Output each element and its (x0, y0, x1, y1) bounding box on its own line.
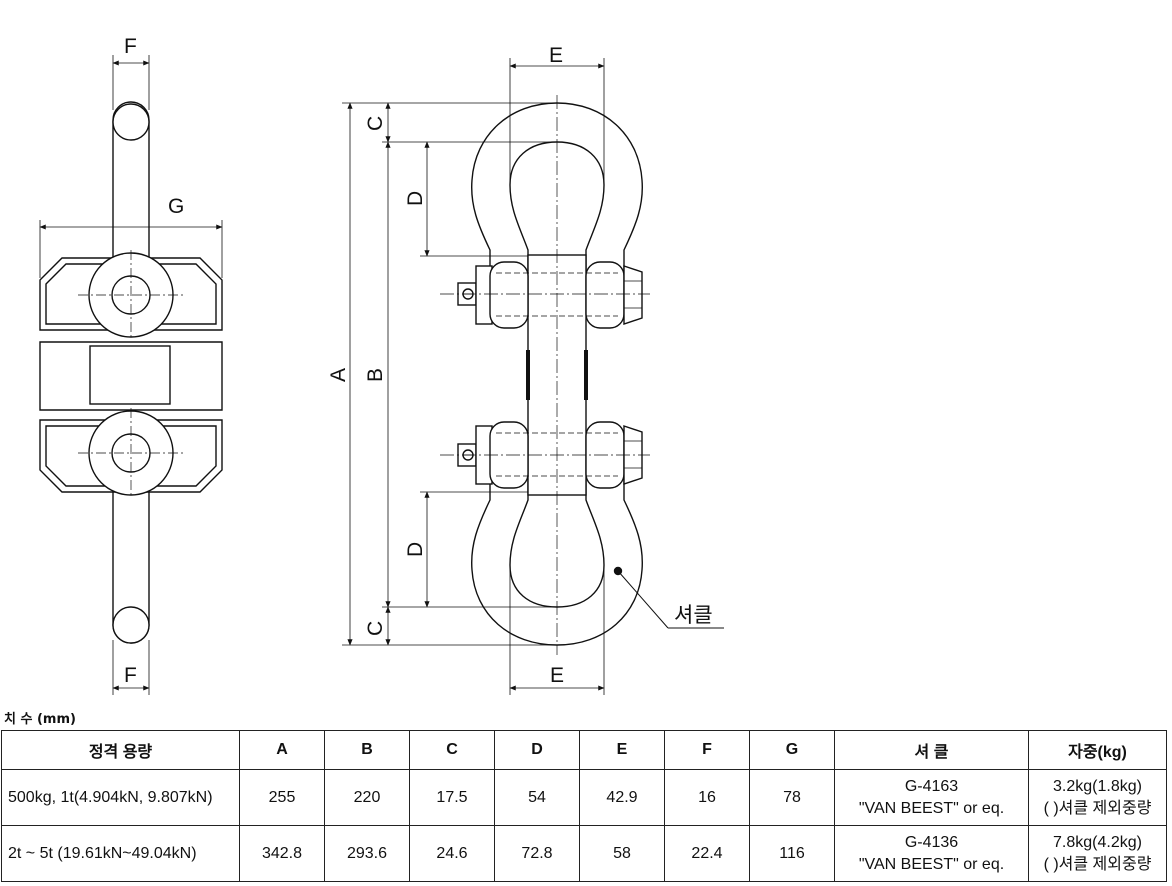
cell-d: 54 (494, 769, 580, 826)
dim-e-bottom-label: E (550, 664, 564, 687)
weight-value: 7.8kg(4.2kg) (1053, 833, 1142, 851)
cell-e: 42.9 (579, 769, 665, 826)
cell-f: 16 (664, 769, 750, 826)
header-c: C (409, 730, 495, 770)
cell-capacity: 2t ~ 5t (19.61kN~49.04kN) (1, 825, 240, 882)
header-capacity: 정격 용량 (1, 730, 240, 770)
cell-c: 17.5 (409, 769, 495, 826)
dim-d-top-label: D (404, 191, 427, 206)
dim-c-top-label: C (364, 116, 387, 131)
header-d: D (494, 730, 580, 770)
header-f: F (664, 730, 750, 770)
shackle-code: G-4136 (904, 833, 959, 851)
dim-a-label: A (327, 368, 350, 382)
cell-g: 116 (749, 825, 835, 882)
table-header-row: 정격 용량 A B C D E F G 셔 클 자중(kg) (1, 730, 1167, 770)
side-view (39, 55, 223, 695)
dim-d-bottom-label: D (404, 542, 427, 557)
cell-b: 293.6 (324, 825, 410, 882)
shackle-label: 셔클 (674, 603, 713, 627)
table-row: 500kg, 1t(4.904kN, 9.807kN) 255 220 17.5… (1, 769, 1167, 826)
dim-b-label: B (364, 368, 387, 382)
table-caption: 치 수 (mm) (4, 712, 76, 727)
header-b: B (324, 730, 410, 770)
front-view (342, 58, 724, 695)
shackle-maker: "VAN BEEST" or eq. (858, 855, 1005, 873)
shackle-maker: "VAN BEEST" or eq. (858, 799, 1005, 817)
cell-weight: 3.2kg(1.8kg) ( )셔클 제외중량 (1028, 769, 1167, 826)
dim-c-bottom-label: C (364, 621, 387, 636)
dim-g-label: G (168, 195, 184, 218)
cell-e: 58 (579, 825, 665, 882)
weight-value: 3.2kg(1.8kg) (1053, 777, 1142, 795)
cell-b: 220 (324, 769, 410, 826)
cell-weight: 7.8kg(4.2kg) ( )셔클 제외중량 (1028, 825, 1167, 882)
table-row: 2t ~ 5t (19.61kN~49.04kN) 342.8 293.6 24… (1, 825, 1167, 882)
lower-shackle (470, 449, 644, 646)
shackle-code: G-4163 (904, 777, 959, 795)
header-weight: 자중(kg) (1028, 730, 1167, 770)
cell-f: 22.4 (664, 825, 750, 882)
cell-c: 24.6 (409, 825, 495, 882)
dim-e-top-label: E (549, 44, 563, 67)
cell-capacity: 500kg, 1t(4.904kN, 9.807kN) (1, 769, 240, 826)
header-shackle: 셔 클 (834, 730, 1029, 770)
header-e: E (579, 730, 665, 770)
technical-drawing: F F G (39, 35, 724, 695)
dim-f-top-label: F (124, 35, 137, 58)
weight-note: ( )셔클 제외중량 (1043, 799, 1152, 817)
header-g: G (749, 730, 835, 770)
weight-note: ( )셔클 제외중량 (1043, 855, 1152, 873)
cell-a: 255 (239, 769, 325, 826)
cell-a: 342.8 (239, 825, 325, 882)
header-a: A (239, 730, 325, 770)
cell-d: 72.8 (494, 825, 580, 882)
cell-g: 78 (749, 769, 835, 826)
dim-f-bottom-label: F (124, 664, 137, 687)
cell-shackle: G-4136 "VAN BEEST" or eq. (834, 825, 1029, 882)
upper-shackle (470, 102, 644, 301)
dimension-table: 정격 용량 A B C D E F G 셔 클 자중(kg) 500kg, 1t… (1, 730, 1167, 882)
cell-shackle: G-4163 "VAN BEEST" or eq. (834, 769, 1029, 826)
